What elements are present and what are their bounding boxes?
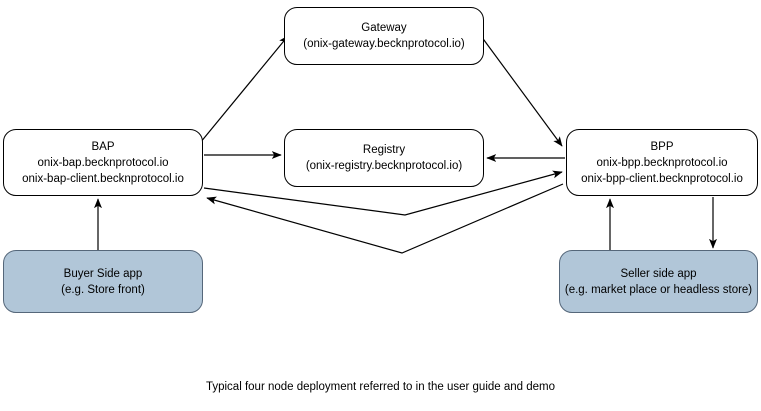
node-gateway-title: Gateway (361, 22, 407, 34)
node-bap[interactable]: BAP onix-bap.becknprotocol.io onix-bap-c… (3, 129, 203, 196)
node-bap-host: onix-bap.becknprotocol.io (37, 156, 169, 169)
node-buyer-side-app-subtitle: (e.g. Store front) (61, 283, 145, 296)
node-registry[interactable]: Registry (onix-registry.becknprotocol.io… (284, 129, 484, 187)
node-gateway-host: (onix-gateway.becknprotocol.io) (303, 38, 465, 50)
node-seller-side-app-subtitle: (e.g. market place or headless store) (564, 283, 753, 296)
node-gateway[interactable]: Gateway (onix-gateway.becknprotocol.io) (284, 7, 484, 65)
node-bpp-host: onix-bpp.becknprotocol.io (596, 156, 728, 169)
node-bpp-title: BPP (650, 140, 674, 153)
node-bap-title: BAP (91, 140, 115, 153)
edge-bap-to-gateway (199, 35, 289, 144)
node-bpp-client-host: onix-bpp-client.becknprotocol.io (581, 172, 743, 185)
edge-bap-to-bpp (203, 170, 563, 216)
edge-gateway-to-bpp (480, 35, 563, 147)
node-bap-client-host: onix-bap-client.becknprotocol.io (22, 172, 184, 185)
node-buyer-side-app-title: Buyer Side app (63, 267, 143, 280)
diagram-caption: Typical four node deployment referred to… (205, 381, 556, 393)
node-registry-host: (onix-registry.becknprotocol.io) (305, 160, 463, 172)
node-seller-side-app[interactable]: Seller side app (e.g. market place or he… (559, 250, 758, 313)
node-seller-side-app-title: Seller side app (620, 267, 697, 280)
node-buyer-side-app[interactable]: Buyer Side app (e.g. Store front) (3, 250, 203, 313)
node-bpp[interactable]: BPP onix-bpp.becknprotocol.io onix-bpp-c… (566, 129, 758, 196)
node-registry-title: Registry (362, 144, 406, 156)
edge-bpp-to-bap (206, 183, 564, 254)
